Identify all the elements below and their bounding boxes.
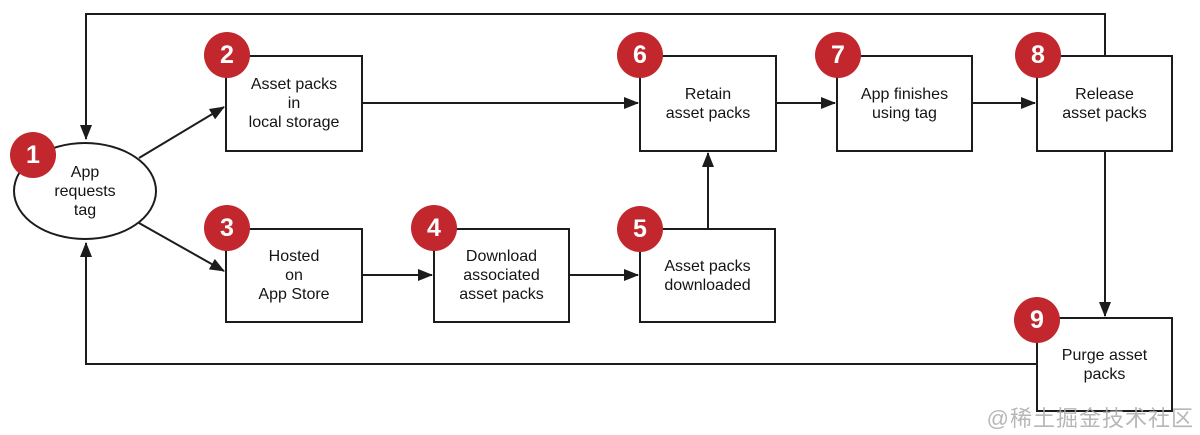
step-badge-4: 4: [411, 205, 457, 251]
step-badge-1: 1: [10, 132, 56, 178]
arrow-release-to-request: [80, 13, 1106, 140]
step-badge-6: 6: [617, 32, 663, 78]
step-badge-8: 8: [1015, 32, 1061, 78]
step-badge-5: 5: [617, 206, 663, 252]
node-download-associated-asset-packs: Download associated asset packs: [433, 228, 570, 323]
node-release-asset-packs: Release asset packs: [1036, 55, 1173, 152]
node-asset-packs-in-local-storage: Asset packs in local storage: [225, 55, 363, 152]
step-badge-2: 2: [204, 32, 250, 78]
node-purge-asset-packs: Purge asset packs: [1036, 317, 1173, 412]
step-badge-3: 3: [204, 205, 250, 251]
arrow-request-to-local-storage: [138, 106, 225, 159]
step-badge-7: 7: [815, 32, 861, 78]
watermark-text: @稀土掘金技术社区: [986, 406, 1194, 431]
node-hosted-on-app-store: Hosted on App Store: [225, 228, 363, 323]
arrow-request-to-app-store: [138, 222, 225, 272]
node-app-finishes-using-tag: App finishes using tag: [836, 55, 973, 152]
node-asset-packs-downloaded: Asset packs downloaded: [639, 228, 776, 323]
arrow-purge-to-request: [80, 242, 1036, 365]
step-badge-9: 9: [1014, 297, 1060, 343]
node-retain-asset-packs: Retain asset packs: [639, 55, 777, 152]
